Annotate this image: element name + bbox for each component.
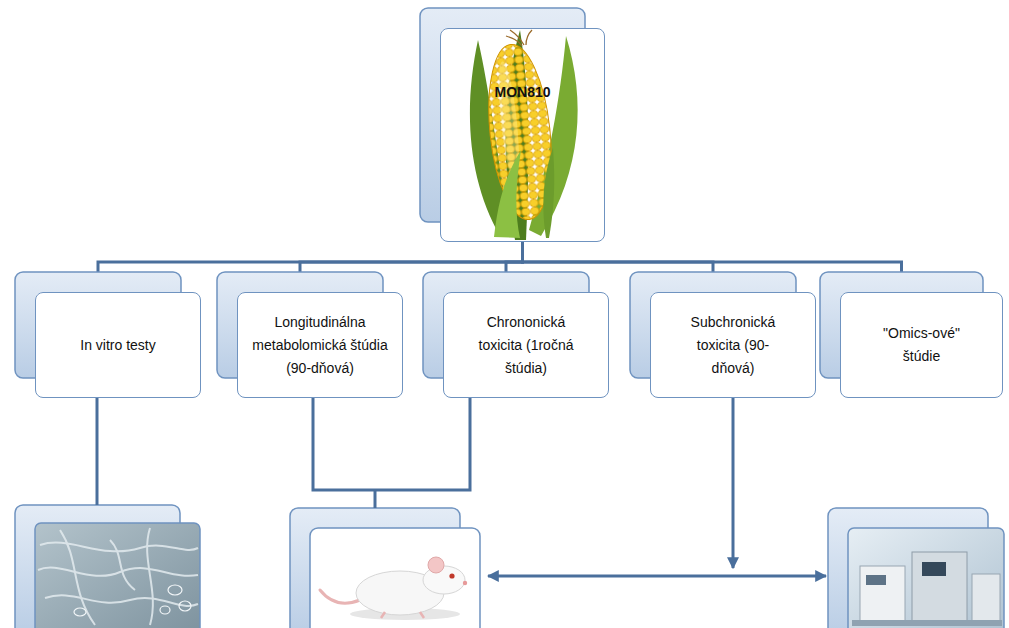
instrument xyxy=(912,552,967,622)
picture-front-box xyxy=(310,528,480,628)
node-text: MON810 xyxy=(494,81,550,104)
box-fill xyxy=(440,28,605,242)
cell-bodies xyxy=(74,585,191,616)
rat-picture xyxy=(290,508,480,628)
box-fill xyxy=(840,292,1003,398)
instrument-panel xyxy=(866,575,886,585)
husk-leaf xyxy=(494,150,521,238)
husk-leaf xyxy=(543,148,554,238)
corn-silk xyxy=(506,30,532,46)
double-arrow xyxy=(488,575,826,578)
node-text: In vitro testy xyxy=(80,334,155,357)
box-fill xyxy=(237,292,403,398)
rat-ear xyxy=(428,557,444,573)
rat-nose xyxy=(463,581,467,585)
corn-illustration xyxy=(470,30,578,240)
cell-photo xyxy=(35,523,200,628)
instrument-screen xyxy=(922,562,946,576)
lab-photo xyxy=(848,528,1004,628)
cell-culture-picture xyxy=(15,505,200,628)
node-text: Longitudinálna metabolomická štúdia (90-… xyxy=(246,311,394,380)
node-text: "Omics-ové" štúdie xyxy=(874,322,969,368)
study-box: Subchronická toxicita (90-dňová) xyxy=(650,292,816,398)
rat-tail xyxy=(320,590,360,603)
box-fills xyxy=(35,28,1003,398)
study-box: Chrononická toxicita (1ročná štúdia) xyxy=(443,292,609,398)
study-box: In vitro testy xyxy=(35,292,201,398)
lab-equipment-picture xyxy=(828,508,1004,628)
rat-feet xyxy=(381,612,424,618)
picture-links xyxy=(97,398,826,576)
instrument xyxy=(972,574,1000,622)
box-fill xyxy=(650,292,816,398)
box-fill xyxy=(35,292,201,398)
cell-strands xyxy=(38,528,198,625)
instrument xyxy=(860,566,905,621)
study-box: "Omics-ové" štúdie xyxy=(840,292,1003,398)
node-text: Subchronická toxicita (90-dňová) xyxy=(683,311,783,380)
node-text: Chrononická toxicita (1ročná štúdia) xyxy=(474,311,579,380)
link-arrow xyxy=(732,398,735,568)
box-fill xyxy=(443,292,609,398)
lab-bench xyxy=(852,620,1002,626)
root-box: MON810 xyxy=(440,28,605,242)
link-line xyxy=(374,490,377,508)
study-box: Longitudinálna metabolomická štúdia (90-… xyxy=(237,292,403,398)
link-line xyxy=(96,398,99,505)
rat-eye xyxy=(449,573,454,578)
link-line xyxy=(313,398,470,490)
